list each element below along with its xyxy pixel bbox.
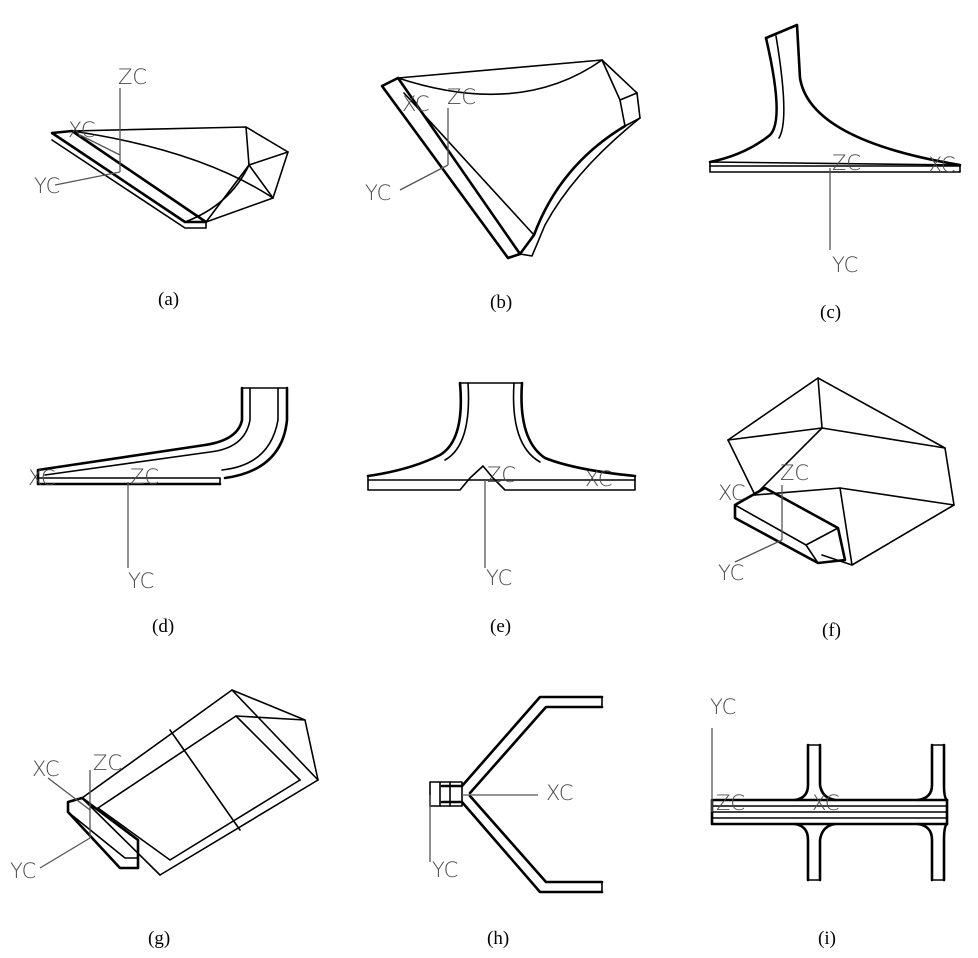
- panel-d-axes: ZC XC YC: [28, 465, 159, 593]
- panel-f-caption: (f): [822, 620, 841, 641]
- panel-a-axis-y: YC: [34, 174, 60, 198]
- panel-c-axis-y: YC: [832, 253, 858, 277]
- panel-e: ZC XC YC (e): [366, 381, 637, 637]
- panel-d-axis-x: XC: [28, 466, 56, 490]
- panel-e-caption: (e): [490, 616, 511, 637]
- panel-c: ZC XC YC (c): [708, 23, 962, 323]
- panel-i-axes: YC ZC XC: [710, 695, 840, 815]
- panel-b: ZC XC YC (b): [365, 59, 641, 313]
- panel-b-axis-x: XC: [402, 92, 430, 116]
- panel-b-model: [380, 59, 641, 260]
- panel-g-axis-x: XC: [32, 757, 60, 781]
- panel-c-axis-z: ZC: [832, 151, 861, 175]
- panel-h-axis-y: YC: [432, 858, 458, 882]
- panel-b-axis-y: YC: [365, 181, 391, 205]
- panel-f-axis-y: YC: [718, 561, 744, 585]
- panel-i-axis-y: YC: [710, 695, 736, 719]
- panel-d-axis-y: YC: [128, 569, 154, 593]
- panel-f-axis-z: ZC: [780, 461, 809, 485]
- panel-f: ZC XC YC (f): [718, 377, 955, 641]
- panel-a-model: [50, 126, 289, 229]
- panel-f-axis-x: XC: [718, 481, 746, 505]
- panel-b-caption: (b): [490, 292, 512, 313]
- panel-h-caption: (h): [487, 928, 509, 949]
- panel-b-axes: ZC XC YC: [365, 85, 476, 205]
- panel-e-model: [366, 381, 637, 491]
- panel-e-axes: ZC XC YC: [484, 463, 613, 590]
- panel-a-axis-x: XC: [68, 118, 96, 142]
- panel-h: XC YC (h): [429, 695, 604, 949]
- panel-a-axis-z: ZC: [118, 65, 147, 89]
- panel-a: ZC XC YC (a): [34, 65, 289, 310]
- panel-h-axes: XC YC: [429, 781, 574, 882]
- panel-i-caption: (i): [818, 928, 836, 949]
- panel-g-model: [66, 689, 319, 876]
- panel-h-model: [429, 695, 604, 894]
- panel-c-model: [708, 23, 962, 173]
- panel-e-axis-y: YC: [486, 566, 512, 590]
- panel-c-axis-x: XC: [928, 153, 956, 177]
- panel-i-axis-x: XC: [812, 791, 840, 815]
- panel-f-axes: ZC XC YC: [718, 461, 809, 585]
- panel-g: ZC XC YC (g): [10, 689, 319, 949]
- panel-c-caption: (c): [820, 302, 841, 323]
- panel-d-axis-z: ZC: [130, 465, 159, 489]
- panel-a-axes: ZC XC YC: [34, 65, 147, 198]
- panel-d-caption: (d): [152, 616, 174, 637]
- panel-g-axis-z: ZC: [93, 751, 122, 775]
- panel-h-axis-x: XC: [546, 781, 574, 805]
- panel-f-model: [727, 377, 955, 566]
- panel-c-axes: ZC XC YC: [829, 151, 956, 277]
- panel-d-model: [36, 386, 289, 486]
- panel-g-caption: (g): [148, 928, 170, 949]
- panel-d: ZC XC YC (d): [28, 386, 289, 637]
- panel-a-caption: (a): [158, 289, 179, 310]
- panel-g-axes: ZC XC YC: [10, 751, 122, 883]
- panel-i-axis-z: ZC: [716, 791, 745, 815]
- panel-e-axis-x: XC: [585, 467, 613, 491]
- panel-e-axis-z: ZC: [487, 463, 516, 487]
- panel-i: YC ZC XC (i): [710, 695, 949, 949]
- panel-g-axis-y: YC: [10, 859, 36, 883]
- panel-b-axis-z: ZC: [447, 85, 476, 109]
